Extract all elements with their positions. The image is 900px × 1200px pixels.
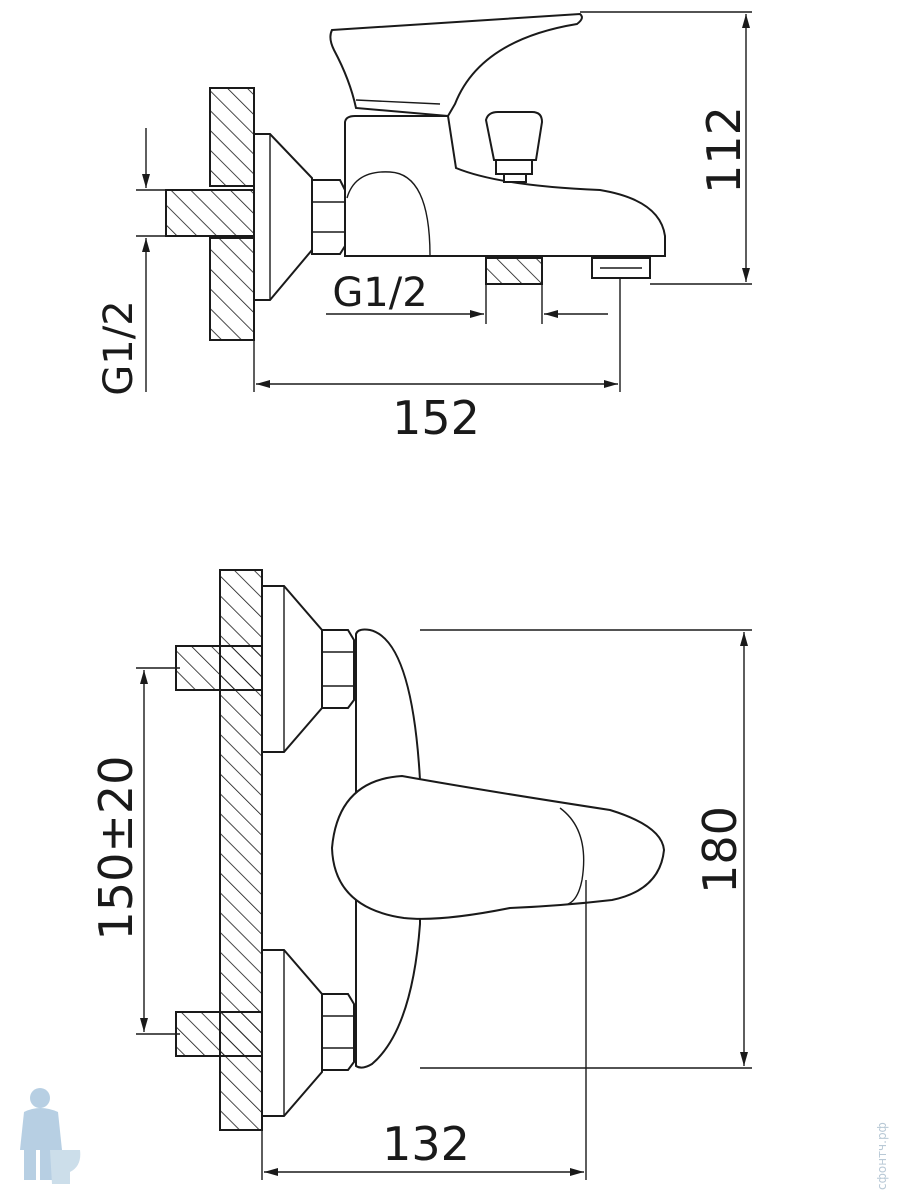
dim-132: 132 xyxy=(382,1117,470,1171)
supply-pipe-lower xyxy=(175,1011,263,1057)
mixer-body xyxy=(344,115,666,257)
side-view: 112 152 G1/2 G1/2 xyxy=(96,11,752,445)
escutcheon xyxy=(253,133,313,301)
escutcheon-lower xyxy=(261,949,323,1117)
thread-label-vertical: G1/2 xyxy=(96,300,142,395)
dim-112: 112 xyxy=(697,106,751,194)
diverter-knob xyxy=(484,111,544,161)
watermark-text: сфонтч.рф xyxy=(875,1122,889,1190)
wall-section-upper xyxy=(209,87,255,187)
hex-nut-lower xyxy=(321,993,355,1071)
supply-pipe xyxy=(165,189,257,237)
lever-handle xyxy=(329,12,583,118)
supply-pipe-upper xyxy=(175,645,263,691)
dim-150-20: 150±20 xyxy=(89,756,143,941)
bath-outlet xyxy=(485,257,543,285)
dim-152: 152 xyxy=(392,391,480,445)
escutcheon-upper xyxy=(261,585,323,753)
lever-handle-front xyxy=(330,774,666,920)
wall-section-lower xyxy=(209,237,255,341)
front-view: 180 150±20 132 xyxy=(89,569,752,1180)
hex-nut xyxy=(311,179,346,255)
plumber-logo xyxy=(20,1088,81,1184)
hex-nut-upper xyxy=(321,629,355,709)
dim-180: 180 xyxy=(693,806,747,894)
thread-label-horizontal: G1/2 xyxy=(332,270,427,316)
